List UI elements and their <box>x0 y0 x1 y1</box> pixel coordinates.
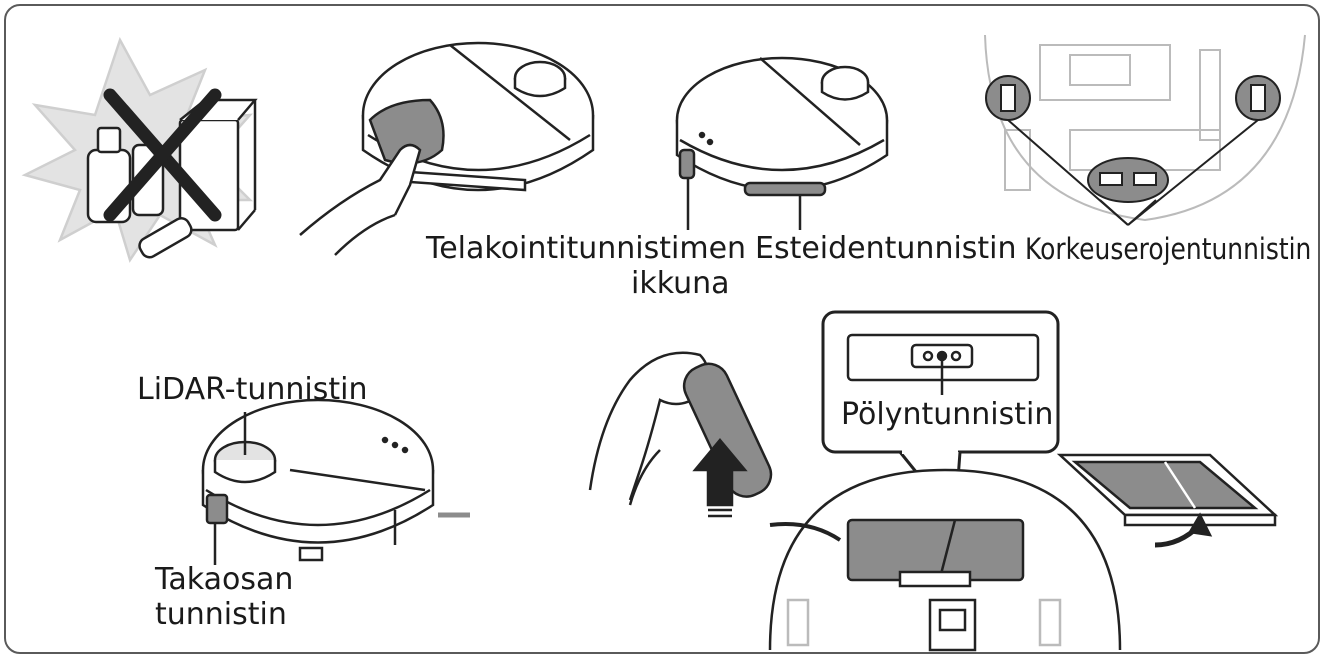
cross-line-b <box>103 88 222 222</box>
up-arrow <box>692 438 748 507</box>
wiping-robot-illustration <box>299 41 595 256</box>
docking-window-label-line2: ikkuna <box>631 265 730 301</box>
rear-sensor-label-line1: Takaosan <box>155 562 294 597</box>
obstacle-sensor-label: Esteidentunnistin <box>755 231 1017 266</box>
robot-front-illustration <box>675 56 889 230</box>
rear-sensor-label: Takaosan tunnistin <box>155 562 294 632</box>
tube <box>138 217 193 259</box>
cliff-sensor-center <box>1087 157 1169 203</box>
dust-sensor-label: Pölyntunnistin <box>841 397 1054 432</box>
cliff-sensor-label: Korkeuserojentunnistin <box>1025 232 1312 266</box>
obstacle-sensor <box>743 181 827 197</box>
no-chemicals-illustration <box>21 36 258 263</box>
lidar-sensor-label: LiDAR-tunnistin <box>137 372 368 407</box>
rear-sensor <box>205 493 229 525</box>
docking-window-label-line1: Telakointitunnistimen <box>426 231 747 266</box>
lidar-robot-illustration <box>201 398 470 565</box>
rear-sensor-label-line2: tunnistin <box>155 596 287 632</box>
docking-window-label: Telakointitunnistimen ikkuna <box>426 231 747 301</box>
main-brush <box>682 362 773 498</box>
hand <box>299 143 422 236</box>
dust-sensor-illustration <box>588 310 1279 652</box>
docking-window <box>678 148 696 180</box>
robot-underside-illustration <box>984 34 1306 226</box>
